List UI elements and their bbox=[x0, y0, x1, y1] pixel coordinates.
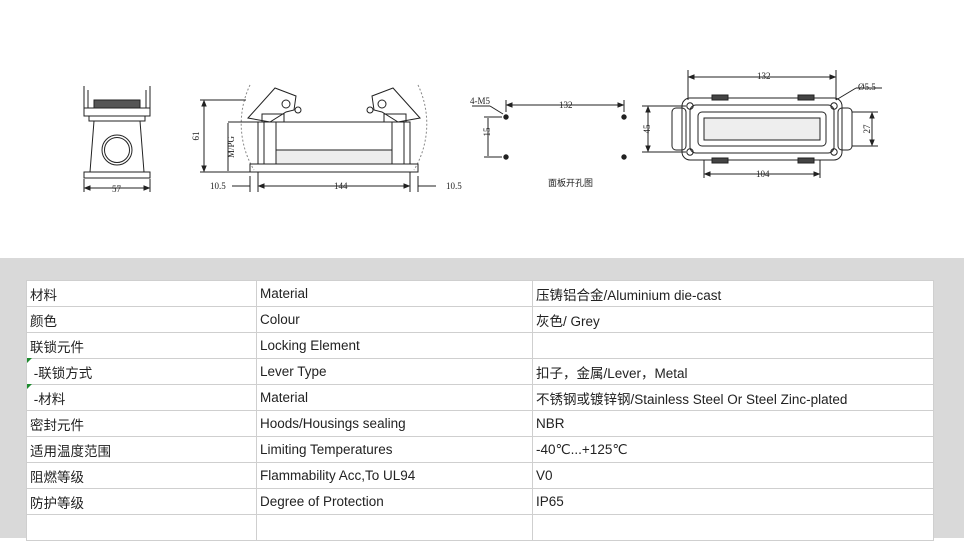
cn-cell: -材料 bbox=[26, 384, 257, 411]
panel-cutout bbox=[472, 100, 627, 160]
technical-drawing: 57 61 M/PG 10.5 144 10.5 bbox=[0, 0, 964, 258]
cn-cell: 防护等级 bbox=[26, 488, 257, 515]
en-cell: Locking Element bbox=[256, 332, 533, 359]
value-cell: IP65 bbox=[532, 488, 934, 515]
side-width-label: 57 bbox=[112, 184, 122, 194]
span-label: 144 bbox=[334, 181, 348, 191]
window-height-label: 27 bbox=[862, 124, 872, 134]
value-cell: 扣子，金属/Lever，Metal bbox=[532, 358, 934, 385]
cn-cell: 密封元件 bbox=[26, 410, 257, 437]
inner-length-label: 104 bbox=[756, 169, 770, 179]
cn-cell: 联锁元件 bbox=[26, 332, 257, 359]
height-label: 61 bbox=[191, 132, 201, 141]
cn-cell: -联锁方式 bbox=[26, 358, 257, 385]
en-cell: Lever Type bbox=[256, 358, 533, 385]
value-cell: 压铸铝合金/Aluminium die-cast bbox=[532, 280, 934, 307]
value-cell: 灰色/ Grey bbox=[532, 306, 934, 333]
comment-marker-icon bbox=[27, 358, 32, 363]
cutout-caption: 面板开孔图 bbox=[548, 177, 593, 188]
holes-label: 4-M5 bbox=[470, 96, 490, 106]
en-cell: Hoods/Housings sealing bbox=[256, 410, 533, 437]
hole-spacing-label: 132 bbox=[559, 100, 573, 110]
en-cell: Degree of Protection bbox=[256, 488, 533, 515]
right-offset-label: 10.5 bbox=[446, 181, 462, 191]
front-view bbox=[200, 84, 436, 192]
hole-dia-label: Ø5.5 bbox=[858, 82, 876, 92]
cn-cell: 材料 bbox=[26, 280, 257, 307]
cn-cell: 适用温度范围 bbox=[26, 436, 257, 463]
en-cell: Material bbox=[256, 384, 533, 411]
value-cell bbox=[532, 332, 934, 359]
en-cell bbox=[256, 514, 533, 541]
side-view bbox=[83, 86, 151, 192]
en-cell: Limiting Temperatures bbox=[256, 436, 533, 463]
cutout-vertical-label: 15 bbox=[482, 127, 492, 137]
top-view bbox=[642, 70, 882, 178]
value-cell: NBR bbox=[532, 410, 934, 437]
value-cell bbox=[532, 514, 934, 541]
cn-cell bbox=[26, 514, 257, 541]
value-cell: 不锈钢或镀锌钢/Stainless Steel Or Steel Zinc-pl… bbox=[532, 384, 934, 411]
length-label: 132 bbox=[757, 71, 771, 81]
value-cell: V0 bbox=[532, 462, 934, 489]
en-cell: Flammability Acc,To UL94 bbox=[256, 462, 533, 489]
comment-marker-icon bbox=[27, 384, 32, 389]
cn-cell: 阻燃等级 bbox=[26, 462, 257, 489]
en-cell: Colour bbox=[256, 306, 533, 333]
left-offset-label: 10.5 bbox=[210, 181, 226, 191]
width-label: 45 bbox=[642, 124, 652, 134]
thread-label: M/PG bbox=[226, 135, 236, 158]
value-cell: -40℃...+125℃ bbox=[532, 436, 934, 463]
table-row bbox=[26, 514, 934, 541]
en-cell: Material bbox=[256, 280, 533, 307]
cn-cell: 颜色 bbox=[26, 306, 257, 333]
